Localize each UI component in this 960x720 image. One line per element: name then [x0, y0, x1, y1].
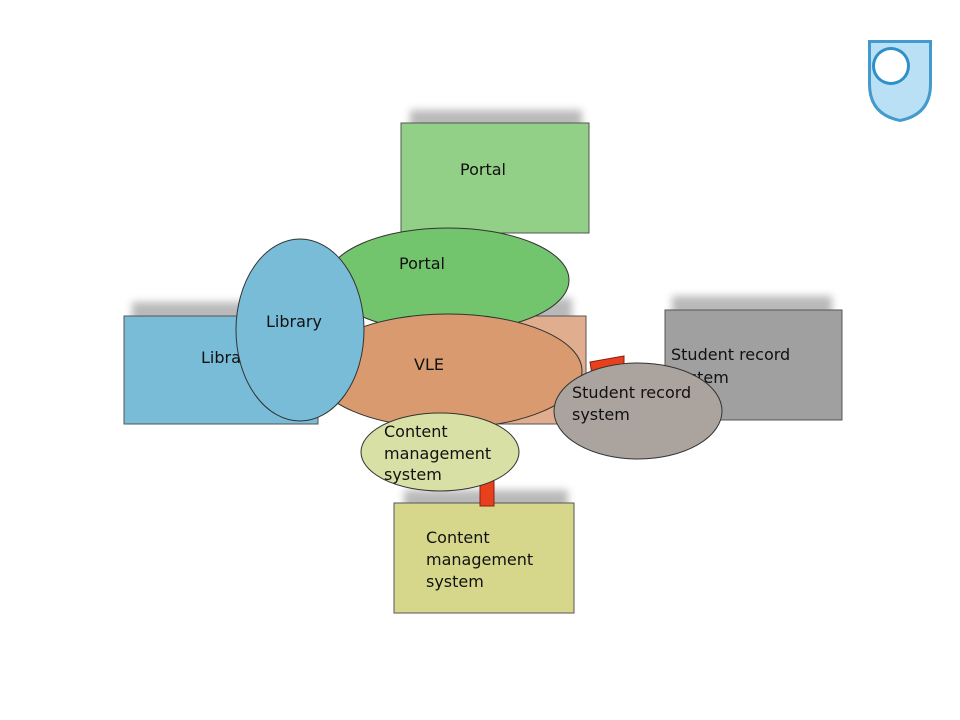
library-ellipse: Library: [235, 238, 365, 422]
cms-box-line3: system: [426, 572, 484, 591]
cms-box-line1: Content: [426, 528, 490, 547]
portal-box-label: Portal: [460, 160, 506, 179]
cms-ellipse-line2: management: [384, 444, 491, 463]
vle-ellipse-label: VLE: [414, 355, 444, 374]
open-university-shield-icon: [868, 40, 932, 122]
cms-ellipse-line1: Content: [384, 422, 448, 441]
student-record-box: Student record system: [664, 296, 843, 421]
cms-box: Content management system: [393, 490, 575, 614]
library-ellipse-label: Library: [266, 312, 322, 331]
student-record-ellipse-line2: system: [572, 405, 630, 424]
cms-ellipse: Content management system: [360, 412, 520, 492]
cms-ellipse-line3: system: [384, 465, 442, 484]
student-record-ellipse: Student record system: [553, 362, 723, 460]
portal-box: Portal: [400, 110, 590, 234]
student-record-ellipse-line1: Student record: [572, 383, 691, 402]
cms-box-line2: management: [426, 550, 533, 569]
student-record-box-line1: Student record: [671, 345, 790, 364]
portal-ellipse-label: Portal: [399, 254, 445, 273]
